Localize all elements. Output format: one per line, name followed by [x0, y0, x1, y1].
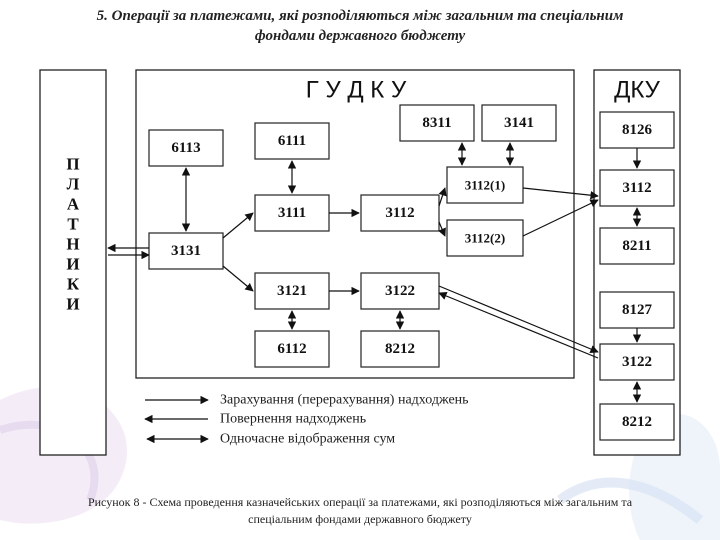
- box-3111-label: 3111: [278, 205, 306, 221]
- box-3141: [481, 104, 557, 142]
- title-line-1: 5. Операції за платежами, які розподіляю…: [96, 8, 624, 24]
- box-3112-2-label: 3112(2): [465, 231, 505, 246]
- figure-caption: Рисунок 8 - Схема проведення казначейськ…: [20, 494, 700, 528]
- legend: Зарахування (перерахування) надходжень П…: [144, 393, 469, 447]
- dku-box-8126: [599, 111, 675, 149]
- box-3121: [254, 272, 330, 310]
- arrow-dku-3122-to-3122: [438, 291, 599, 359]
- box-3122-label: 3122: [385, 283, 415, 299]
- caption-line-1: Рисунок 8 - Схема проведення казначейськ…: [87, 495, 633, 509]
- dku-box-8126-label: 8126: [622, 122, 653, 138]
- arrow-3131-to-3111: [222, 212, 254, 239]
- box-6113-label: 6113: [171, 140, 200, 156]
- box-6113: [148, 129, 224, 167]
- payers-box: [39, 69, 107, 456]
- arrow-3122-to-dku-3122: [438, 285, 599, 353]
- dku-heading: ДКУ: [614, 77, 661, 104]
- dku-box-8127-label: 8127: [622, 302, 653, 318]
- payers-letter: И: [66, 295, 79, 314]
- box-8311-label: 8311: [422, 115, 451, 131]
- box-3112-2: [446, 219, 524, 257]
- payers-letter: Т: [67, 215, 79, 234]
- box-3141-label: 3141: [504, 115, 534, 131]
- payers-letter: И: [66, 255, 79, 274]
- box-8212-label: 8212: [385, 341, 415, 357]
- arrow-3112-2-to-dku-3112: [522, 199, 599, 237]
- payers-letter: Н: [66, 235, 79, 254]
- dku-box-8211: [599, 227, 675, 265]
- box-3112-1: [446, 166, 524, 204]
- payers-letter: К: [67, 275, 80, 294]
- box-6112: [254, 330, 330, 368]
- title-line-2: фондами державного бюджету: [254, 28, 466, 44]
- dku-box-3122-label: 3122: [622, 354, 652, 370]
- arrow-3131-to-3121: [222, 265, 254, 292]
- box-3131-label: 3131: [171, 243, 201, 259]
- caption-line-2: спеціальним фондами державного бюджету: [248, 512, 472, 526]
- dku-box-3112: [599, 169, 675, 207]
- legend-item-1: Зарахування (перерахування) надходжень: [220, 393, 469, 408]
- box-6111-label: 6111: [278, 133, 306, 149]
- gudku-heading: Г У Д К У: [306, 77, 407, 104]
- arrow-3112-to-3112-2: [438, 221, 446, 237]
- box-3112-1-label: 3112(1): [465, 178, 505, 193]
- box-6112-label: 6112: [277, 341, 306, 357]
- dku-box-8212-label: 8212: [622, 414, 652, 430]
- dku-box-3112-label: 3112: [622, 180, 651, 196]
- box-3111: [254, 194, 330, 232]
- dku-box-3122: [599, 343, 675, 381]
- legend-item-3: Одночасне відображення сум: [220, 432, 395, 447]
- arrow-3112-1-to-dku-3112: [522, 187, 599, 200]
- arrow-3112-to-3112-1: [438, 187, 447, 207]
- slide-title: 5. Операції за платежами, які розподіляю…: [20, 6, 700, 46]
- box-6111: [254, 122, 330, 160]
- box-3122: [360, 272, 440, 310]
- box-8212: [360, 330, 440, 368]
- legend-item-2: Повернення надходжень: [220, 412, 366, 427]
- payers-label: П Л А Т Н И К И: [66, 155, 79, 314]
- box-8311: [399, 104, 475, 142]
- dku-box-8211-label: 8211: [622, 238, 651, 254]
- payers-letter: Л: [67, 175, 80, 194]
- box-3112-label: 3112: [385, 205, 414, 221]
- box-3112: [360, 194, 440, 232]
- dku-box-8212: [599, 403, 675, 441]
- box-3121-label: 3121: [277, 283, 307, 299]
- payers-letter: П: [66, 155, 79, 174]
- payers-letter: А: [67, 195, 80, 214]
